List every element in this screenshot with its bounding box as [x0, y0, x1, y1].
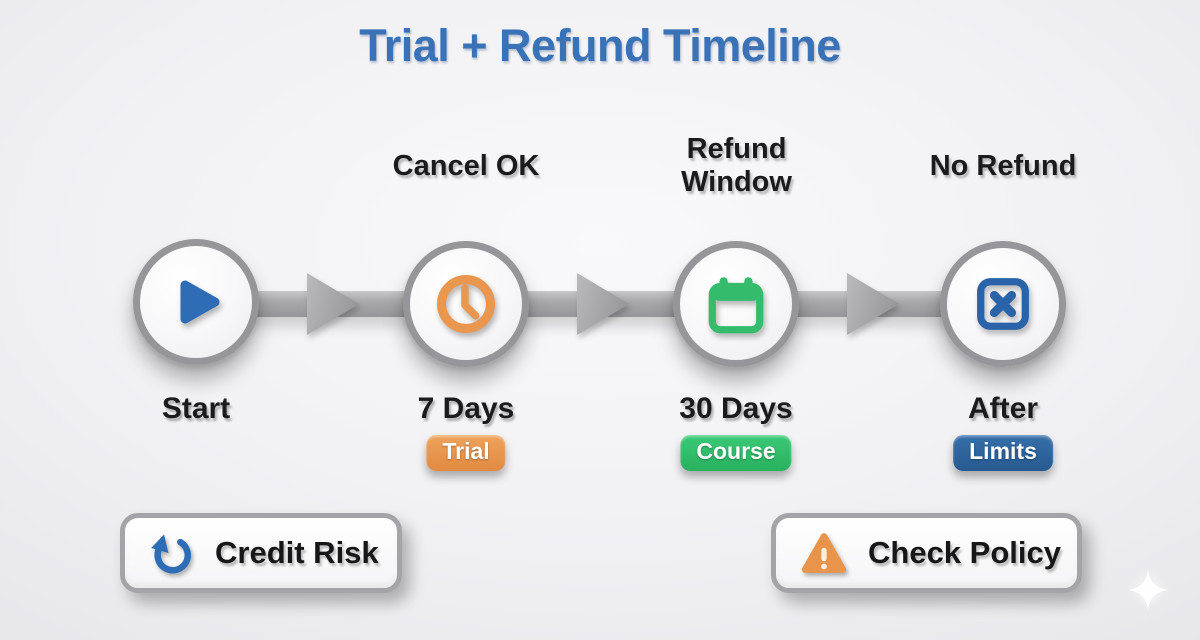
right-arrow-icon [307, 273, 359, 335]
node-label-start: Start [161, 392, 231, 425]
calendar-icon [708, 277, 764, 334]
credit-risk-label: Credit Risk [215, 535, 379, 570]
node-label-7-days: 7 Days [417, 392, 515, 425]
node-top-label-cancel-ok: Cancel OK [392, 150, 540, 182]
check-policy-label: Check Policy [868, 535, 1061, 570]
page-title: Trial + Refund Timeline [359, 20, 841, 71]
check-policy-button[interactable]: Check Policy [771, 513, 1082, 593]
timeline-node-start[interactable] [133, 239, 259, 365]
play-icon [180, 280, 220, 324]
undo-arrow-icon [151, 534, 192, 574]
right-arrow-icon [847, 273, 899, 335]
sparkle-icon [1128, 570, 1168, 610]
node-top-label-no-refund: No Refund [929, 150, 1077, 182]
right-arrow-icon [577, 273, 629, 335]
x-square-icon [977, 278, 1029, 330]
warning-triangle-icon [801, 533, 847, 573]
badge-trial: Trial [426, 435, 506, 471]
badge-limits: Limits [953, 435, 1053, 471]
timeline-node-no-refund[interactable] [940, 241, 1066, 367]
node-label-30-days: 30 Days [679, 392, 793, 425]
timeline-node-refund-window[interactable] [673, 241, 799, 367]
node-top-label-refund-window: Refund Window [681, 133, 792, 198]
badge-course: Course [680, 435, 792, 471]
clock-icon [437, 275, 495, 333]
timeline-node-trial[interactable] [403, 241, 529, 367]
credit-risk-button[interactable]: Credit Risk [120, 513, 402, 593]
node-label-after: After [967, 392, 1038, 425]
